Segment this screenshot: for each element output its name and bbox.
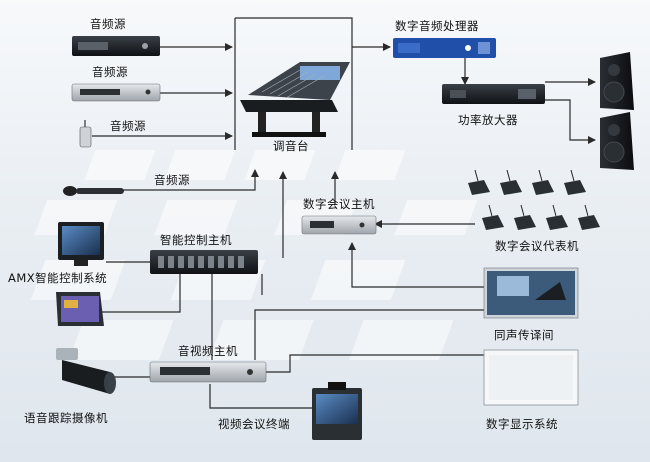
label-conf-host: 数字会议主机 [303,197,375,211]
dsp-device [393,38,496,58]
interpretation-booth-device [483,267,579,319]
video-conf-terminal-device [312,382,362,440]
link-mic-mixer [122,169,259,191]
label-video-conf-terminal: 视频会议终端 [218,417,290,431]
label-av-host: 音视频主机 [178,344,238,358]
audio-source-1-device [72,36,160,56]
audio-source-2-device [71,83,161,102]
av-host-device [149,361,267,383]
speaker-2-device [600,112,634,170]
label-audio-source-4: 音频源 [154,173,190,187]
link-av-display [262,354,484,373]
mixer-bracket [235,17,353,150]
label-audio-source-1: 音频源 [90,17,126,31]
delegate-units-device [468,169,600,230]
label-audio-source-2: 音频源 [92,65,128,79]
smart-ctrl-host-device [150,250,258,274]
handheld-mic-device [63,186,124,196]
connectors [92,17,596,409]
tracking-camera-device [56,348,116,394]
label-tracking-camera: 语音跟踪摄像机 [24,411,108,425]
mixer-console-device [240,62,350,137]
conf-host-device [301,215,377,235]
audio-source-3-device [79,120,92,148]
digital-display-device [483,349,579,406]
label-interpretation: 同声传译间 [494,328,554,342]
label-amx-system: AMX智能控制系统 [8,271,108,285]
label-dsp: 数字音频处理器 [395,19,479,33]
label-conf-delegates: 数字会议代表机 [495,239,579,253]
label-digital-display: 数字显示系统 [486,417,558,431]
link-amp-spk2 [545,99,596,144]
label-smart-ctrl-host: 智能控制主机 [160,233,232,247]
link-av-videoconf [209,384,312,409]
amx-monitor-device [58,222,104,266]
label-audio-source-3: 音频源 [110,119,146,133]
speaker-1-device [600,52,634,110]
amplifier-device [442,84,545,104]
link-av-interp [254,309,484,360]
label-mixer: 调音台 [273,139,309,153]
label-amplifier: 功率放大器 [458,113,518,127]
amx-touchpanel-device [56,292,104,326]
link-interp-conf [348,242,484,288]
